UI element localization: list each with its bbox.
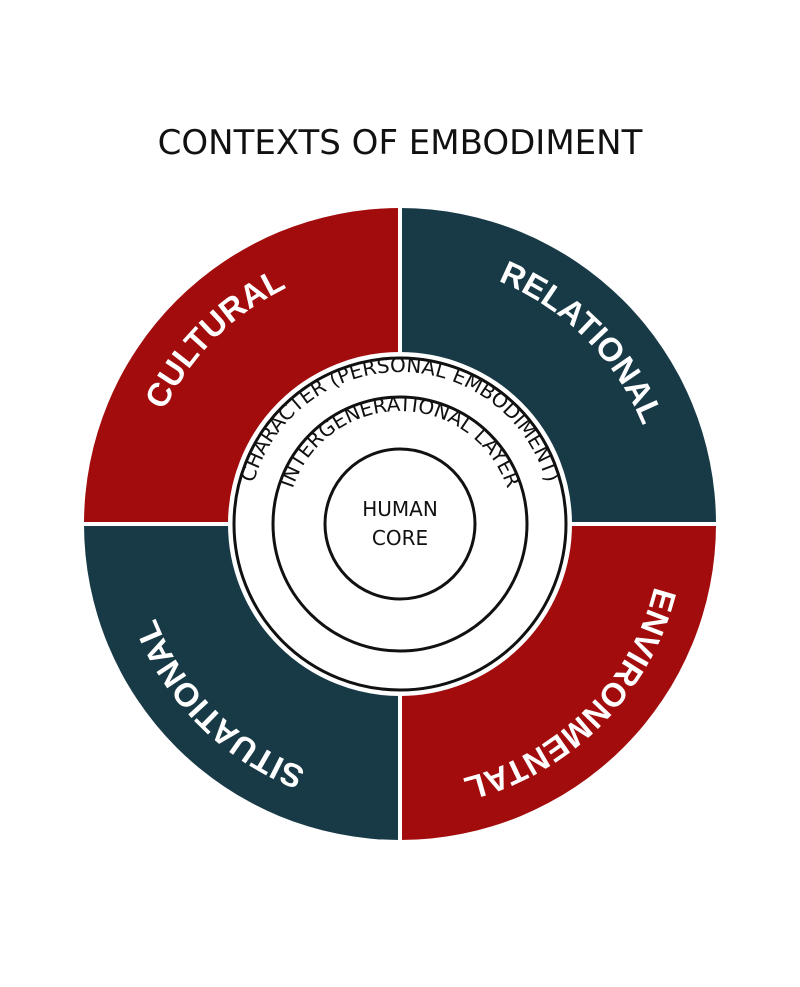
- intergenerational-ring-border: [271, 395, 529, 653]
- diagram-title: CONTEXTS OF EMBODIMENT: [157, 123, 643, 163]
- character-ring-border: [232, 356, 568, 692]
- label-core-line2: CORE: [372, 526, 428, 550]
- label-core-line1: HUMAN: [362, 497, 438, 521]
- inner-disc: [228, 352, 572, 696]
- human-core-border: [323, 447, 477, 601]
